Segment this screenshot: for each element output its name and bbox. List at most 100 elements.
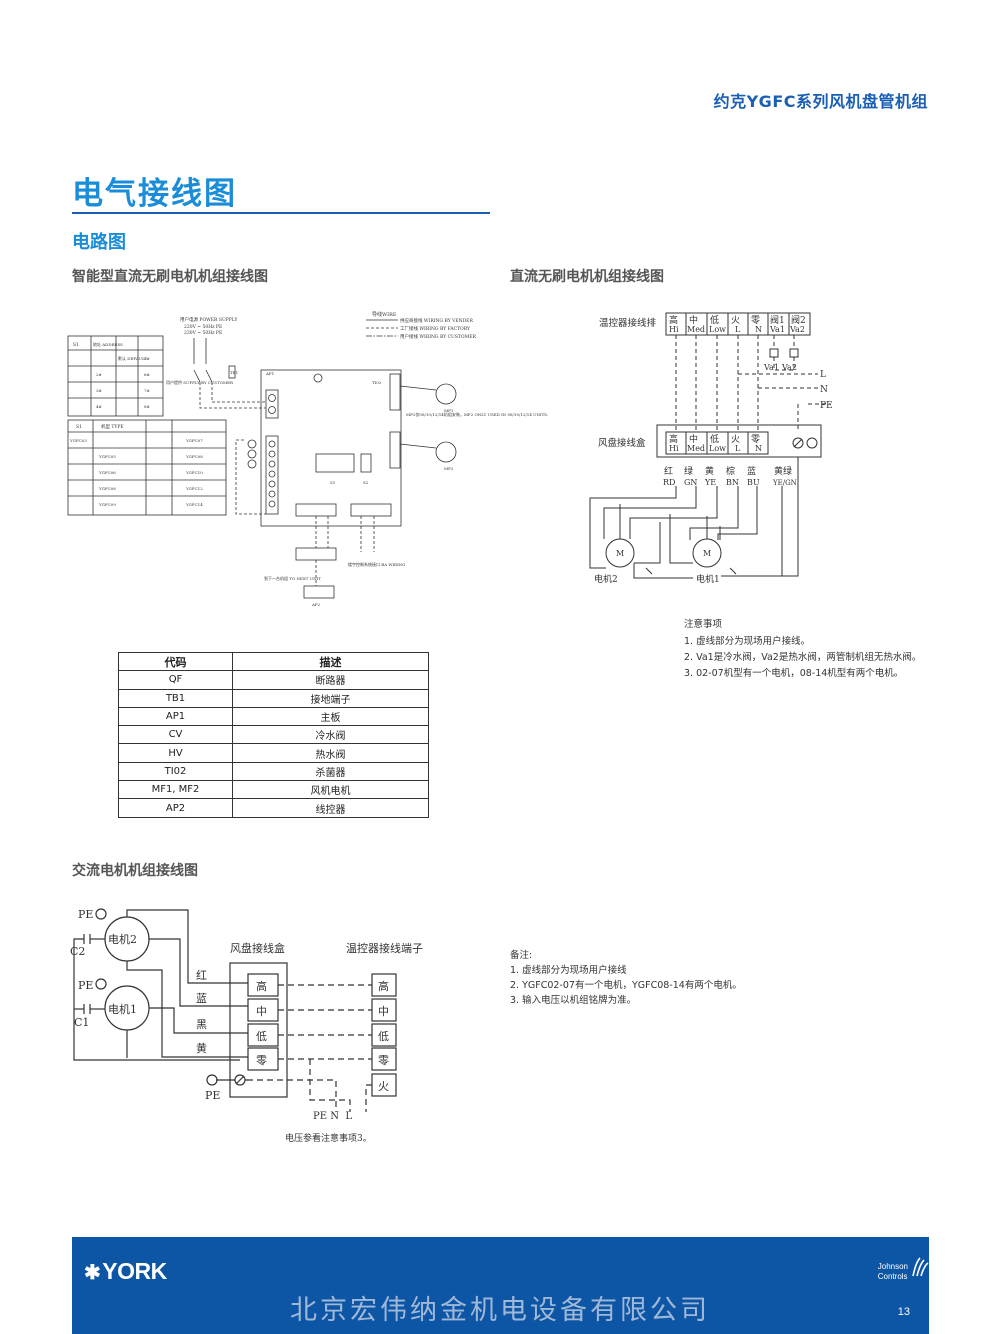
description-cell: 杀菌器 — [232, 761, 429, 782]
s2-label: S2 — [363, 480, 369, 485]
dc-motor2-label: 电机2 — [594, 573, 618, 585]
jc-line1: Johnson — [877, 1262, 908, 1271]
dc-thermostat-label: 温控器接线排 — [599, 317, 657, 329]
ac-remarks-title: 备注: — [510, 950, 533, 961]
dc-box-terminal-en-0: Hi — [669, 444, 679, 453]
ac-remark-item: 1. 虚线部分为现场用户接线 — [510, 965, 627, 976]
dc-box-terminal-en-4: N — [755, 444, 762, 453]
york-logo: ✱YORK — [84, 1258, 167, 1285]
mf2-label: MF2 — [444, 466, 454, 471]
address-left-1: 2# — [96, 372, 103, 377]
ac-diagram-title: 交流电机机组接线图 — [72, 863, 198, 879]
ac-thermo-terminal-0: 高 — [378, 979, 389, 993]
pe-label-top: PE — [78, 908, 93, 921]
address-right-0: 5# — [144, 356, 151, 361]
pe-label-mid: PE — [78, 979, 93, 992]
smart-dc-wiring-diagram: 用户电源 POWER SUPPLY 220V ~ 50Hz PE 230V ~ … — [67, 311, 548, 607]
dc-top-terminal-1: 中 — [689, 314, 698, 326]
type-left-2: YGFC06 — [98, 470, 116, 475]
smart-dc-diagram-title: 智能型直流无刷电机机组接线图 — [72, 269, 268, 285]
address-right-2: 7# — [144, 388, 151, 393]
address-left-2: 3# — [96, 388, 103, 393]
dc-box-terminal-2: 低 — [710, 433, 719, 445]
subsection-title: 电路图 — [72, 232, 126, 253]
ac-remark-item: 3. 输入电压以机组铭牌为准。 — [510, 995, 637, 1006]
dc-box-terminal-4: 零 — [751, 434, 760, 445]
johnson-controls-swirl-icon — [912, 1257, 929, 1277]
type-right-2: YGFC10 — [185, 470, 203, 475]
ti02-label: TI02 — [372, 380, 382, 385]
johnson-controls-logo: Johnson Controls — [878, 1262, 908, 1282]
legend-vender: 供应商接线 WIRING BY VENDER — [400, 317, 473, 324]
wire-color-en-2: YE — [704, 478, 716, 487]
s1-label: S1 — [330, 480, 335, 485]
dc-top-terminal-en-0: Hi — [669, 325, 679, 334]
ac-thermo-terminal-4: 火 — [378, 1080, 389, 1093]
dc-motor1-label: 电机1 — [696, 573, 720, 585]
code-cell: TB1 — [118, 688, 233, 708]
ac-wire-color-1: 蓝 — [196, 992, 207, 1005]
ac-remark-item: 2. YGFC02-07有一个电机，YGFC08-14有两个电机。 — [510, 980, 742, 991]
wire-color-0: 红 — [664, 465, 673, 477]
line-label-n: N — [820, 385, 828, 395]
capacitor-c2-label: C2 — [70, 945, 85, 958]
valve-label-va2: Va2 — [781, 363, 797, 372]
ac-box-terminal-2: 低 — [256, 1030, 267, 1043]
next-unit-label: 到下一台机组 TO NEXT UNIT — [264, 575, 321, 581]
type-right-0: YGFC07 — [185, 438, 203, 443]
code-cell: HV — [118, 743, 233, 763]
dc-top-terminal-en-6: Va2 — [789, 325, 805, 334]
document-header-title: 约克YGFC系列风机盘管机组 — [713, 92, 928, 111]
ac-wire-color-2: 黑 — [196, 1018, 207, 1031]
ac-wire-color-0: 红 — [196, 969, 207, 982]
york-star-icon: ✱ — [84, 1262, 101, 1284]
wire-color-en-1: GN — [684, 478, 697, 487]
voltage-label-1: 220V ~ 50Hz PE — [184, 324, 222, 330]
tb1-label: TB1 — [230, 370, 238, 375]
ac-voltage-note: 电压参看注意事项3。 — [285, 1132, 372, 1144]
legend-factory: 工厂接线 WIRING BY FACTORY — [400, 325, 471, 332]
description-cell: 热水阀 — [232, 743, 429, 763]
mf2-note: MF2仅08/10/12/14机组安装。MF2 ONLY USED IN 08/… — [406, 411, 548, 417]
ac-thermostat-label: 温控器接线端子 — [346, 941, 423, 955]
wire-color-en-4: BU — [747, 478, 760, 487]
dc-notes: 注意事项 1. 虚线部分为现场用户接线。 2. Va1是冷水阀，Va2是热水阀，… — [684, 617, 921, 682]
ac-box-terminal-1: 中 — [256, 1005, 267, 1018]
dc-box-terminal-en-3: L — [735, 444, 741, 453]
page-number: 13 — [897, 1306, 910, 1318]
table-header-row: 代码 描述 — [118, 651, 429, 672]
ac-box-terminal-0: 高 — [256, 979, 267, 993]
type-left-3: YGFC08 — [98, 486, 116, 491]
dc-top-terminal-2: 低 — [710, 314, 719, 326]
ac-fan-box-label: 风盘接线盒 — [230, 941, 285, 955]
dc-box-terminal-en-2: Low — [709, 444, 726, 453]
dc-box-terminal-en-1: Med — [687, 444, 705, 453]
pe-label-bottom: PE — [205, 1089, 220, 1102]
dc-note-item: 1. 虚线部分为现场用户接线。 — [684, 636, 811, 647]
description-cell: 主板 — [232, 706, 429, 727]
dc-fan-box-label: 风盘接线盒 — [598, 437, 646, 449]
dc-top-terminal-5: 阀1 — [770, 315, 785, 326]
dc-diagram-title: 直流无刷电机机组接线图 — [510, 269, 664, 285]
type-left-0: YGFC03 — [69, 438, 87, 443]
dc-box-terminal-3: 火 — [731, 434, 740, 445]
motor1-symbol: M — [703, 549, 711, 558]
description-cell: 冷水阀 — [232, 725, 429, 745]
address-left-3: 4# — [96, 404, 103, 409]
type-header-type: 机型 TYPE — [101, 423, 124, 430]
dc-notes-title: 注意事项 — [684, 619, 723, 630]
dc-top-terminal-3: 火 — [731, 315, 740, 326]
description-column-header: 描述 — [232, 651, 429, 672]
addr-header-s1: S1 — [73, 342, 79, 348]
code-column-header: 代码 — [118, 651, 233, 672]
type-left-1: YGFC05 — [98, 454, 116, 459]
line-label-pe: PE — [820, 401, 833, 411]
dc-top-terminal-en-1: Med — [687, 325, 705, 334]
dc-box-terminal-1: 中 — [689, 433, 698, 445]
